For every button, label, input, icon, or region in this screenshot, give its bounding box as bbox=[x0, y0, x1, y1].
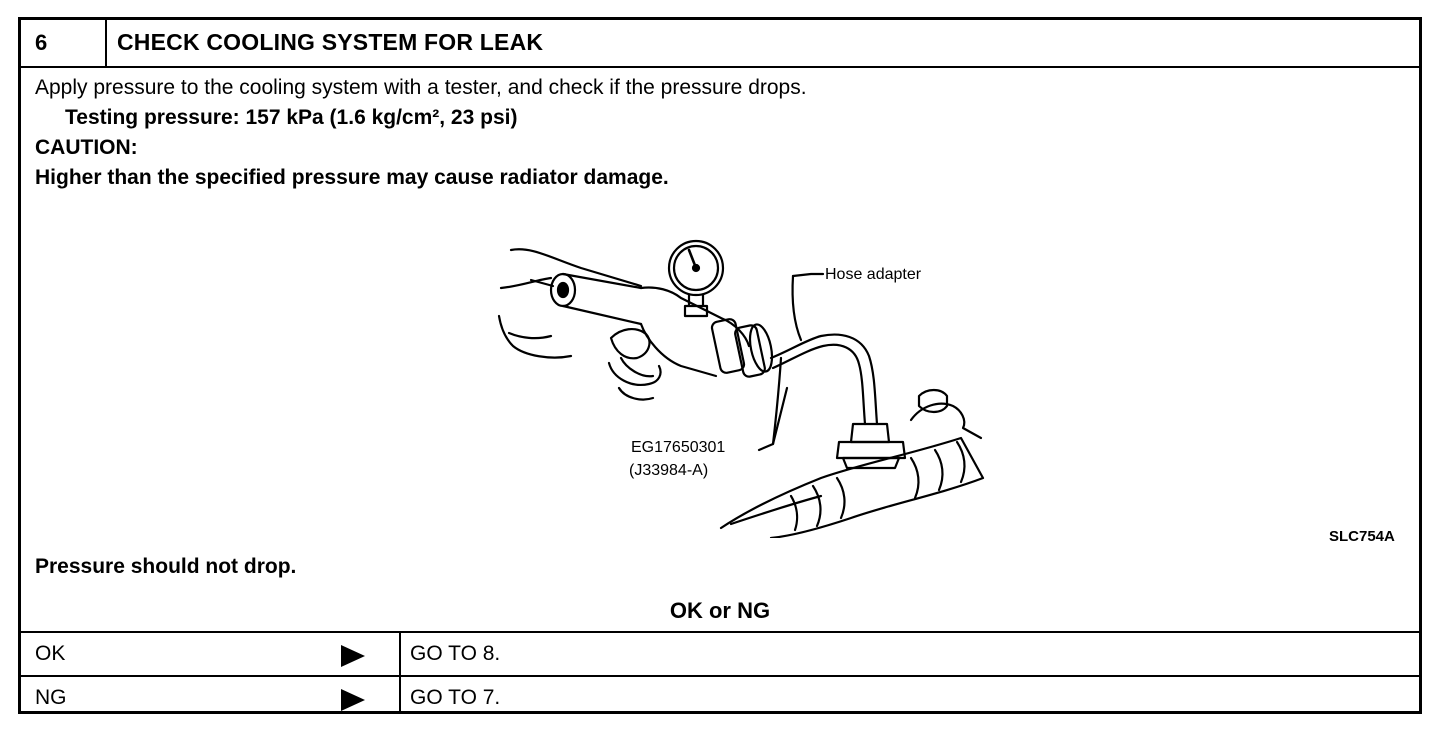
arrow-right-icon bbox=[341, 645, 365, 667]
choice-action: GO TO 8. bbox=[410, 642, 501, 665]
tool-alt-code-label: (J33984-A) bbox=[629, 462, 708, 479]
step-title: CHECK COOLING SYSTEM FOR LEAK bbox=[117, 29, 544, 55]
testing-pressure-spec: Testing pressure: 157 kPa (1.6 kg/cm², 2… bbox=[65, 106, 518, 129]
choice-action: GO TO 7. bbox=[410, 686, 501, 709]
tool-code-label: EG17650301 bbox=[631, 439, 725, 456]
choice-row-ng: NG GO TO 7. bbox=[21, 675, 1419, 714]
hose-adapter-label: Hose adapter bbox=[825, 266, 922, 283]
step-header: 6 CHECK COOLING SYSTEM FOR LEAK bbox=[21, 20, 1419, 68]
instruction-text: Apply pressure to the cooling system wit… bbox=[35, 76, 807, 99]
step-divider bbox=[105, 20, 107, 66]
figure-code: SLC754A bbox=[1329, 528, 1395, 545]
pressure-tester-illustration: Hose adapter EG17650301 (J33984-A) bbox=[497, 239, 985, 538]
caution-text: Higher than the specified pressure may c… bbox=[35, 166, 669, 189]
choice-label: NG bbox=[35, 686, 67, 709]
choice-divider bbox=[399, 677, 401, 714]
caution-label: CAUTION: bbox=[35, 136, 138, 159]
step-number: 6 bbox=[35, 30, 48, 55]
ok-ng-heading: OK or NG bbox=[669, 598, 771, 623]
choice-divider bbox=[399, 633, 401, 675]
arrow-right-icon bbox=[341, 689, 365, 711]
expected-result: Pressure should not drop. bbox=[35, 555, 297, 578]
procedure-frame: 6 CHECK COOLING SYSTEM FOR LEAK Apply pr… bbox=[18, 17, 1422, 714]
choice-label: OK bbox=[35, 642, 66, 665]
choice-row-ok: OK GO TO 8. bbox=[21, 631, 1419, 675]
